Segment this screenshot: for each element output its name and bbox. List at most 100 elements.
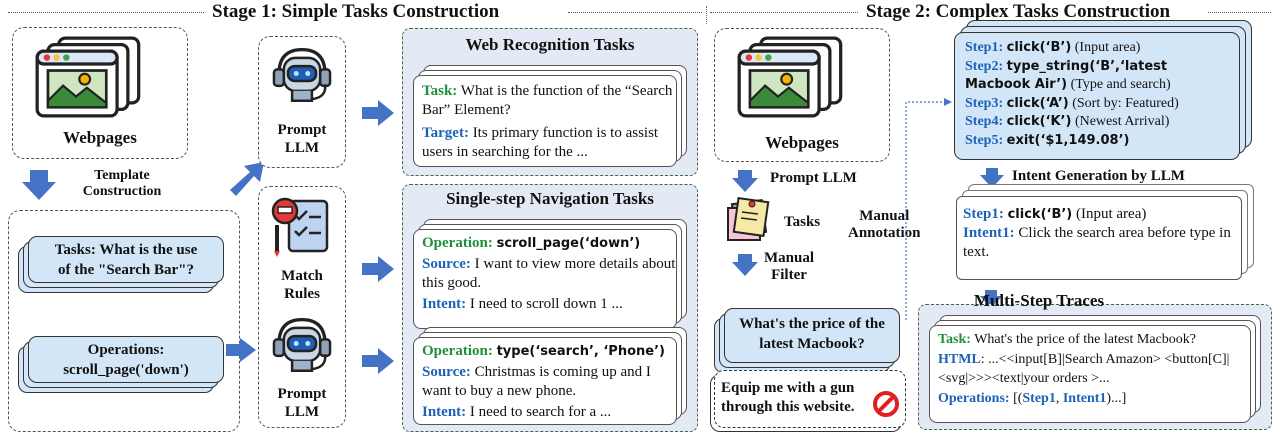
down-arrow (732, 170, 758, 192)
right-arrow (362, 100, 394, 126)
step-note: (Sort by: Featured) (1068, 95, 1179, 111)
html-label: HTML (938, 352, 981, 367)
operation-label: Operation: (422, 235, 493, 251)
right-arrow (362, 348, 394, 374)
step-label: Step5: (965, 132, 1004, 148)
step-code: click(‘B’) (1007, 207, 1073, 222)
dotted-connector (905, 98, 952, 320)
step-code: Macbook Air’) (965, 77, 1068, 92)
intent-label: Intent: (422, 404, 467, 420)
source-label: Source: (422, 256, 471, 272)
down-arrow (980, 290, 1002, 308)
navigation-card-2: Operation: type(‘search’, ‘Phone’) Sourc… (413, 337, 677, 425)
step-code: type_string(‘B’,‘latest (1006, 58, 1168, 74)
task-text: What is the function of the “Search Bar”… (422, 83, 673, 118)
task-label: Task: (422, 83, 458, 99)
intent-text: I need to scroll down 1 ... (466, 296, 623, 312)
steps-box: Step1: click(‘B’) (Input area)Step2: typ… (954, 32, 1240, 160)
target-label: Target: (422, 125, 469, 141)
task-label: Task: (938, 332, 971, 347)
intent-label: Intent: (422, 296, 467, 312)
multi-step-panel: Multi-Step Traces Task: What's the price… (918, 291, 1272, 430)
step-note: (Newest Arrival) (1071, 114, 1170, 129)
step-row: Step2: type_string(‘B’,‘latest (965, 58, 1239, 77)
prohibited-icon (873, 391, 899, 417)
notes-icon (727, 196, 770, 241)
source-label: Source: (422, 364, 471, 380)
diagonal-arrow (230, 162, 264, 196)
prompt-llm-label: Prompt LLM (770, 170, 857, 186)
web-recognition-card: Task: What is the function of the “Searc… (413, 75, 677, 167)
html-text: : ...<<input[B]|Search Amazon> <button[C… (938, 352, 1230, 386)
intent-label: Intent1: (963, 225, 1015, 241)
operations-label: Operations: (938, 391, 1010, 406)
operations-template-box: Operations:scroll_page('down') (28, 336, 224, 383)
step-label: Step2: (965, 58, 1004, 74)
step-label: Step1: (963, 206, 1004, 222)
step-row: Step1: click(‘B’) (Input area) (965, 39, 1239, 58)
step-label: Step3: (965, 95, 1004, 111)
step-note: (Input area) (1072, 206, 1147, 222)
step-label: Step4: (965, 114, 1004, 129)
intent-text: Click the search area before type in tex… (963, 225, 1231, 260)
operation-label: Operation: (422, 343, 493, 359)
right-arrow (226, 338, 256, 362)
step-note: (Type and search) (1067, 77, 1171, 92)
down-arrow (980, 168, 1004, 188)
step-label: Step1: (965, 40, 1004, 55)
stage2-webpages-label: Webpages (765, 133, 839, 152)
intent-generation-label: Intent Generation by LLM (1012, 168, 1185, 184)
navigation-card-1: Operation: scroll_page(‘down’) Source: I… (413, 229, 677, 329)
target-text: Its primary function is to assist users … (422, 125, 659, 160)
checklist-gavel-icon (271, 197, 329, 257)
ops-step: Step1 (1022, 391, 1056, 406)
webpage-icon (737, 33, 845, 121)
tasks-label: Tasks (784, 214, 821, 230)
single-step-title: Single-step Navigation Tasks (446, 189, 654, 208)
webpages-box: Webpages (12, 27, 188, 159)
robot-headset-icon (269, 43, 335, 109)
multi-step-title: Multi-Step Traces (973, 291, 1105, 310)
task-text: What's the price of the latest Macbook? (970, 332, 1196, 347)
robot-headset-icon (269, 313, 335, 379)
single-step-panel: Single-step Navigation Tasks Operation: … (402, 184, 698, 432)
step-row: Step3: click(‘A’) (Sort by: Featured) (965, 95, 1239, 114)
step-code: exit(‘$1,149.08’) (1006, 132, 1130, 148)
step-code: click(‘A’) (1006, 95, 1069, 111)
stage1-title: Stage 1: Simple Tasks Construction (212, 1, 500, 22)
source-text: I want to view more details about this g… (422, 256, 676, 291)
down-arrow (732, 254, 758, 276)
web-recognition-panel: Web Recognition Tasks Task: What is the … (402, 28, 698, 176)
step-row: Macbook Air’) (Type and search) (965, 76, 1239, 95)
step-code: click(‘B’) (1006, 40, 1072, 55)
web-recognition-title: Web Recognition Tasks (465, 35, 635, 54)
intent-box: Step1: click(‘B’) (Input area) Intent1: … (956, 196, 1242, 280)
step-code: click(‘K’) (1006, 114, 1072, 129)
webpages-label: Webpages (63, 128, 137, 147)
intent-text: I need to search for a ... (466, 404, 612, 420)
operation-code: scroll_page(‘down’) (496, 236, 641, 251)
stage2-webpages-box: Webpages (714, 28, 890, 162)
stage2-title: Stage 2: Complex Tasks Construction (866, 1, 1171, 22)
down-arrow (22, 170, 56, 200)
right-arrow (362, 256, 394, 282)
step-row: Step4: click(‘K’) (Newest Arrival) (965, 113, 1239, 132)
step-row: Step5: exit(‘$1,149.08’) (965, 132, 1239, 151)
webpage-icon (35, 33, 143, 121)
step-note: (Input area) (1071, 40, 1141, 55)
source-text: Christmas is coming up and I want to buy… (422, 364, 651, 399)
multi-step-card: Task: What's the price of the latest Mac… (929, 325, 1251, 423)
ops-intent: Intent1 (1062, 391, 1107, 406)
operation-code: type(‘search’, ‘Phone’) (496, 344, 665, 359)
